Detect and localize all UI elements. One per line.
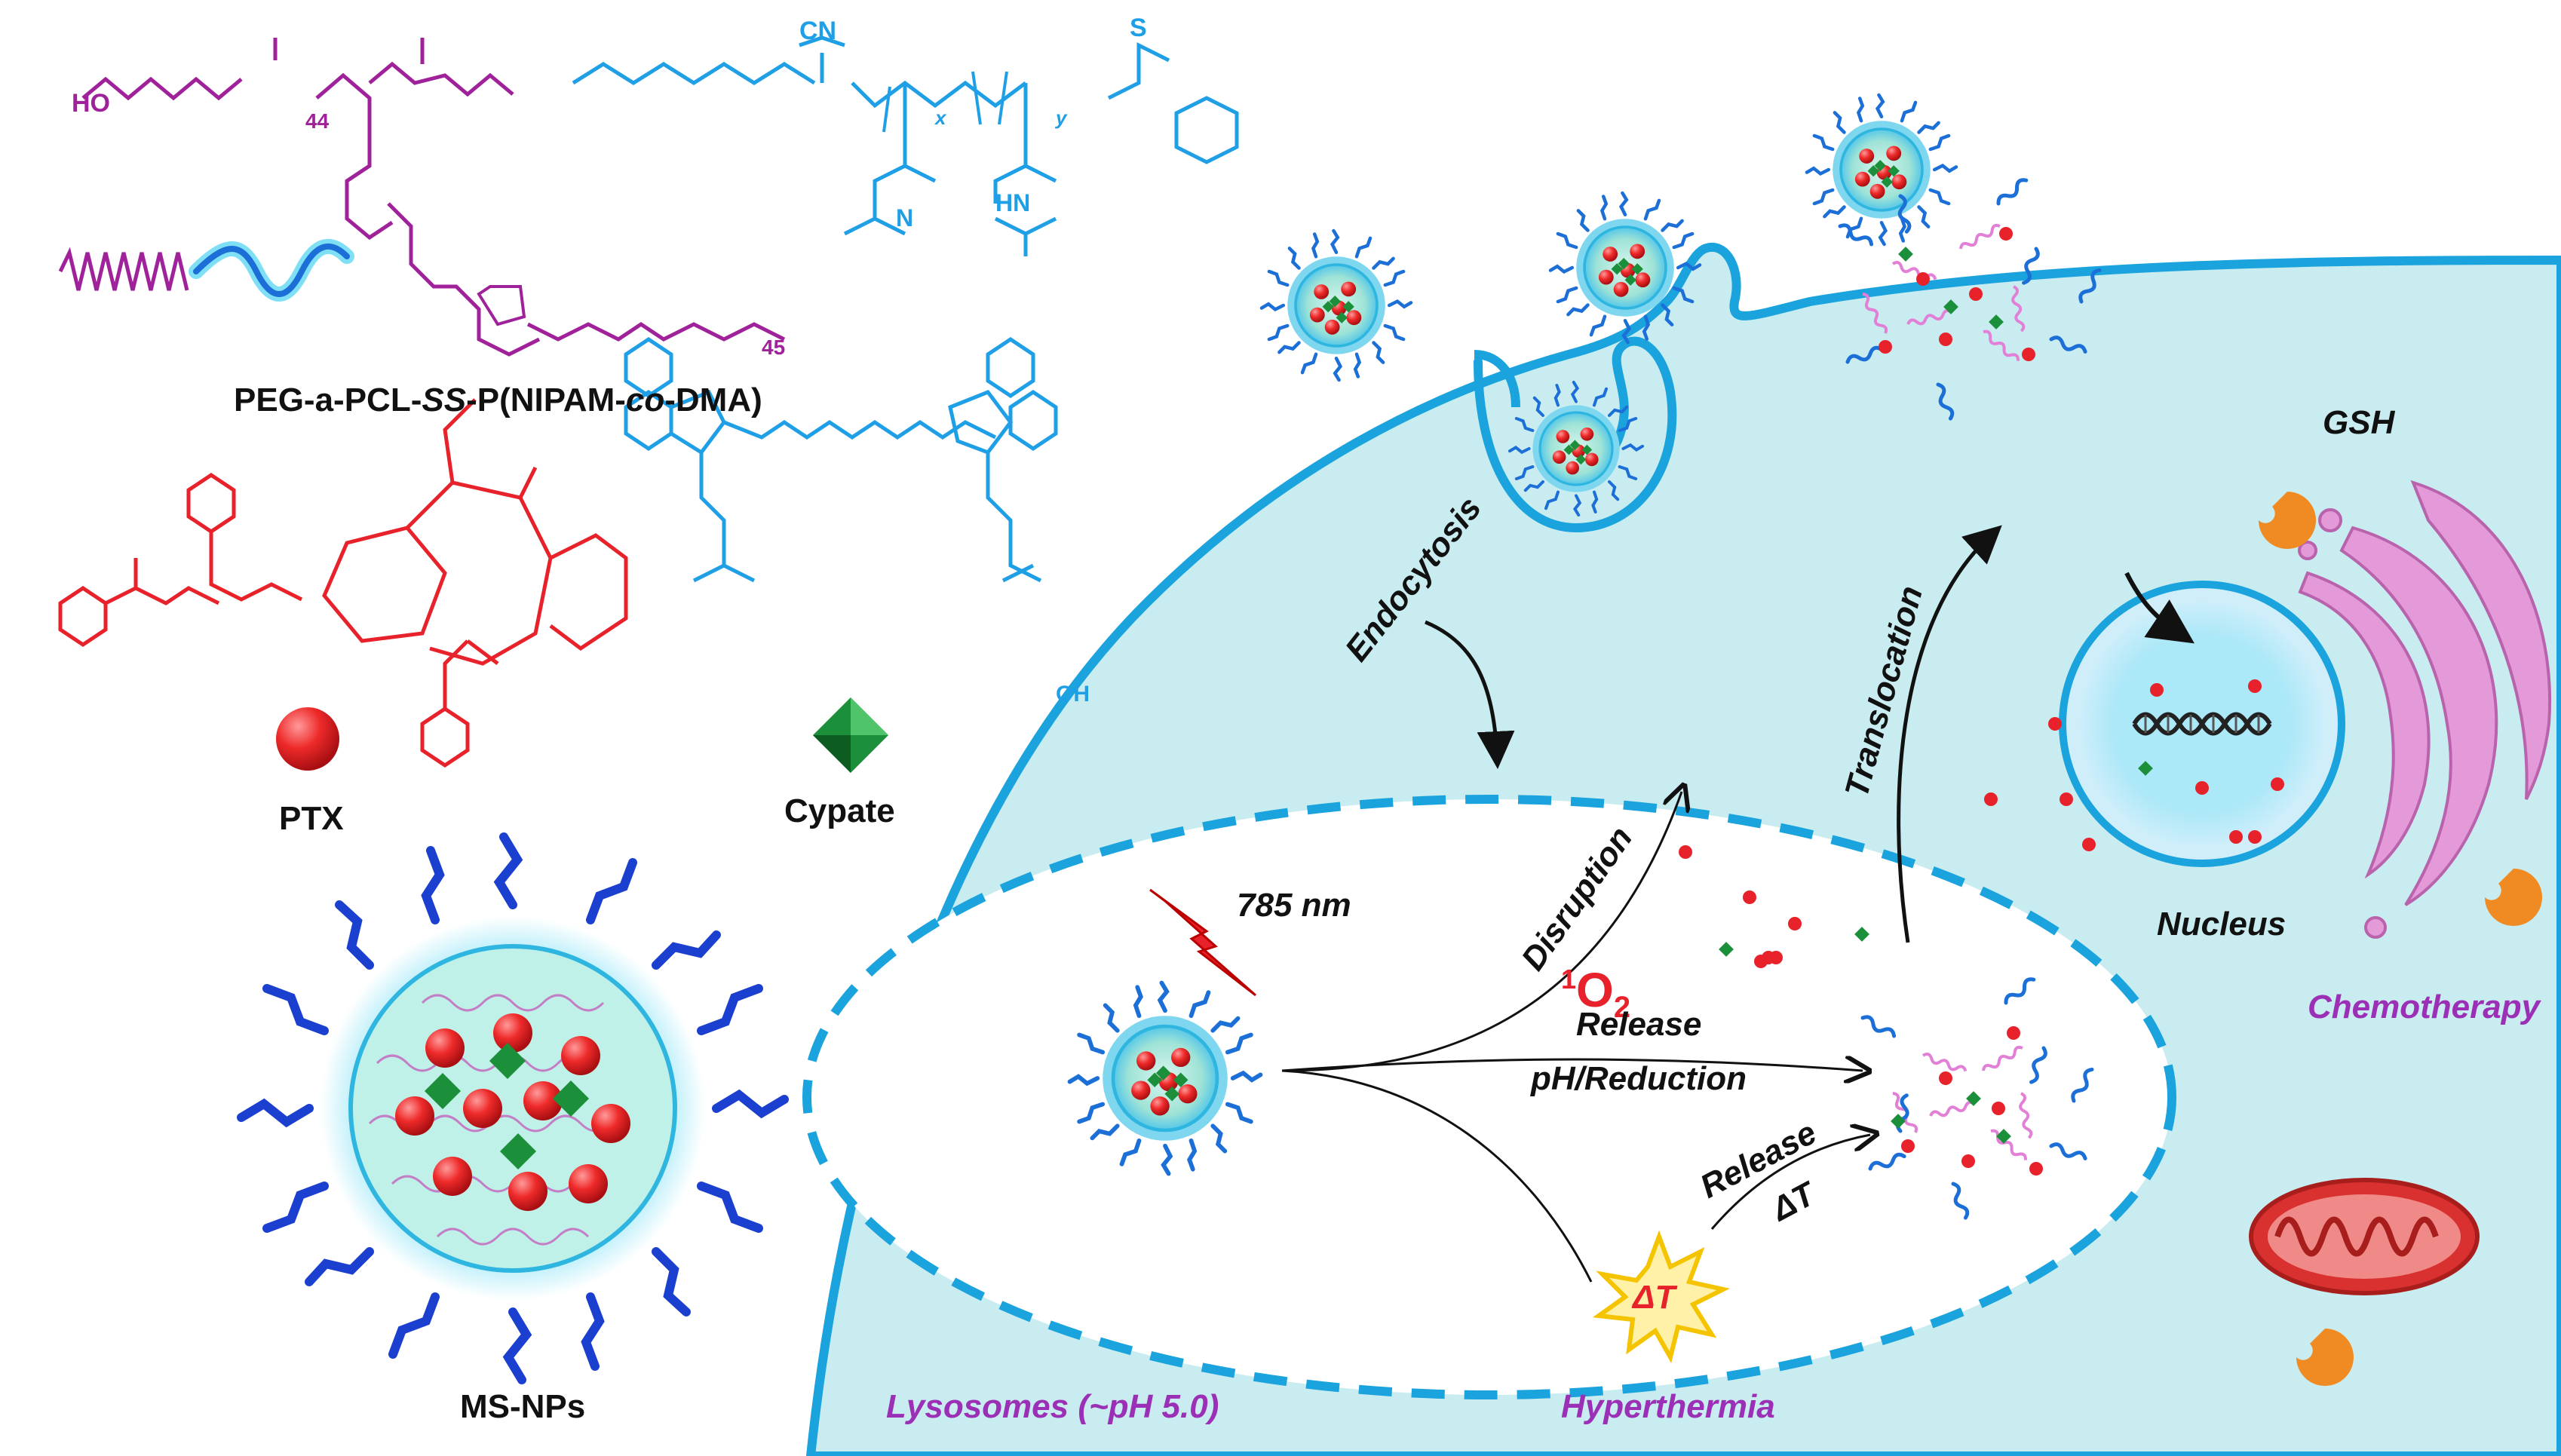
dna-icon bbox=[2132, 712, 2272, 736]
hyperthermia-label: Hyperthermia bbox=[1561, 1388, 1775, 1425]
cypate-structure bbox=[624, 336, 1058, 583]
delta-t-label: ΔT bbox=[1631, 1279, 1678, 1316]
chemotherapy-label: Chemotherapy bbox=[2308, 989, 2542, 1025]
chem-y: y bbox=[1054, 106, 1068, 129]
ms-np-large bbox=[237, 832, 789, 1384]
chem-s: S bbox=[1130, 14, 1147, 42]
polymer-structure bbox=[58, 35, 1239, 357]
polymer-name: PEG-a-PCL-SS-P(NIPAM-co-DMA) bbox=[234, 382, 762, 418]
chem-oh: OH bbox=[1056, 682, 1090, 707]
golgi-icon bbox=[2298, 480, 2551, 939]
release-ph-arrow bbox=[1281, 1059, 1863, 1071]
ptx-ball-icon bbox=[276, 707, 339, 771]
gsh-pacman-icon bbox=[2259, 492, 2542, 1386]
disassembled-cluster-lysosome bbox=[1861, 976, 2096, 1218]
chem-n45: 45 bbox=[762, 336, 785, 359]
translocation-arrow bbox=[1897, 525, 2002, 943]
chem-hn: HN bbox=[995, 189, 1030, 216]
singlet-oxygen-label: 1O2 bbox=[1561, 963, 1630, 1024]
release-condition-1: pH/Reduction bbox=[1530, 1060, 1747, 1097]
to-nucleus-arrow bbox=[2124, 572, 2194, 644]
nucleus-label: Nucleus bbox=[2157, 906, 2286, 943]
release-label-1: Release bbox=[1576, 1006, 1701, 1043]
nanoparticle-outside-3 bbox=[1807, 95, 1956, 244]
lysosome-label: Lysosomes (~pH 5.0) bbox=[886, 1388, 1219, 1425]
cypate-cube-icon bbox=[813, 697, 888, 773]
chem-n44: 44 bbox=[305, 109, 330, 133]
nanoparticle-outside-1 bbox=[1262, 231, 1411, 380]
disassembled-cluster-top bbox=[1839, 177, 2103, 419]
lightning-icon bbox=[1149, 888, 1256, 997]
ptx-label: PTX bbox=[279, 800, 344, 837]
cypate-label: Cypate bbox=[784, 792, 895, 829]
released-drug-dots bbox=[1679, 679, 2284, 968]
chem-x: x bbox=[934, 106, 947, 129]
mitochondrion-icon bbox=[2249, 1178, 2480, 1295]
chem-cn: CN bbox=[799, 17, 836, 45]
ptx-structure bbox=[58, 398, 628, 768]
release-dt-arrow bbox=[1710, 1135, 1870, 1230]
starburst-icon bbox=[1592, 1230, 1730, 1363]
chem-n: N bbox=[896, 204, 913, 231]
to-hyperthermia-line bbox=[1281, 1069, 1593, 1283]
ms-nps-label: MS-NPs bbox=[460, 1388, 585, 1425]
lysosome bbox=[802, 795, 2176, 1399]
chem-ho: HO bbox=[72, 89, 110, 118]
laser-label: 785 nm bbox=[1237, 887, 1351, 924]
copolymer-strand-icon bbox=[58, 247, 189, 291]
gsh-label: GSH bbox=[2323, 404, 2396, 441]
